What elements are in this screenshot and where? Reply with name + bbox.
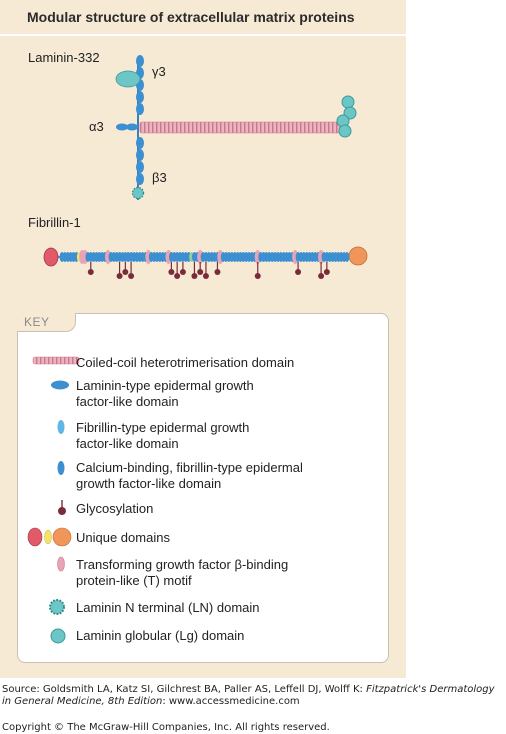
fibrillin-egf-icon bbox=[57, 420, 65, 434]
unique-domains-icon bbox=[27, 527, 72, 547]
beta3-label: β3 bbox=[152, 170, 167, 185]
ln-domain-key-icon bbox=[49, 599, 65, 615]
alpha3-chain bbox=[116, 123, 138, 131]
glycosylation-site bbox=[202, 273, 209, 279]
unique-domain-n-terminal bbox=[43, 247, 59, 267]
glycosylation-site bbox=[168, 269, 175, 275]
ln-domain-icon bbox=[131, 186, 145, 200]
gamma3-label: γ3 bbox=[152, 64, 166, 79]
glycosylation-site bbox=[323, 269, 330, 275]
lg-domain-key-icon bbox=[50, 628, 66, 644]
key-item-coiled-coil: Coiled-coil heterotrimerisation domain bbox=[76, 355, 295, 370]
gamma3-chain bbox=[115, 55, 144, 115]
key-item-ln-domain: Laminin N terminal (LN) domain bbox=[76, 600, 260, 615]
key-heading: KEY bbox=[24, 315, 50, 329]
beta3-chain bbox=[131, 137, 145, 200]
glycosylation-site bbox=[128, 273, 135, 279]
t-motif-icon bbox=[57, 556, 65, 572]
laminin-332-diagram bbox=[115, 55, 357, 200]
laminin-egf-icon bbox=[51, 380, 69, 390]
key-item-glycosylation: Glycosylation bbox=[76, 501, 154, 516]
key-tab: KEY bbox=[17, 313, 76, 332]
figure-title: Modular structure of extracellular matri… bbox=[27, 9, 355, 25]
fibrillin-1-diagram bbox=[43, 246, 368, 279]
glycosylation-site bbox=[87, 269, 94, 275]
key-item-lg-domain: Laminin globular (Lg) domain bbox=[76, 628, 245, 643]
egf-domain bbox=[344, 252, 350, 262]
coiled-coil-icon bbox=[32, 356, 80, 365]
title-divider bbox=[0, 34, 406, 36]
glycosylation-site bbox=[254, 273, 261, 279]
glycosylation-site bbox=[122, 269, 129, 275]
glycosylation-site bbox=[318, 273, 325, 279]
laminin-332-label: Laminin-332 bbox=[28, 50, 100, 65]
gamma-globular-domain bbox=[115, 70, 141, 88]
fibrillin-1-label: Fibrillin-1 bbox=[28, 215, 81, 230]
key-box bbox=[17, 313, 389, 663]
key-item-calcium-binding-egf: Calcium-binding, fibrillin-type epiderma… bbox=[76, 460, 303, 491]
glycosylation-site bbox=[191, 273, 198, 279]
calcium-binding-egf-icon bbox=[57, 461, 65, 475]
glycosylation-site bbox=[174, 273, 181, 279]
glycosylation-site bbox=[214, 269, 221, 275]
glycosylation-site bbox=[179, 269, 186, 275]
alpha3-label: α3 bbox=[89, 119, 104, 134]
glycosylation-icon bbox=[58, 500, 66, 515]
glycosylation-site bbox=[116, 273, 123, 279]
key-item-unique-domains: Unique domains bbox=[76, 530, 170, 545]
glycosylation-site bbox=[197, 269, 204, 275]
lg-domains bbox=[336, 95, 357, 138]
glycosylation-site bbox=[295, 269, 302, 275]
source-citation: Source: Goldsmith LA, Katz SI, Gilchrest… bbox=[2, 684, 495, 707]
copyright-notice: Copyright © The McGraw-Hill Companies, I… bbox=[2, 722, 330, 733]
